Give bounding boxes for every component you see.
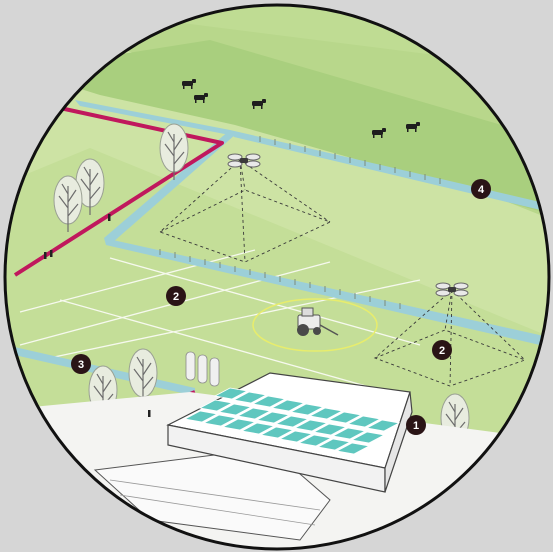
- marker-badge: [432, 340, 452, 360]
- marker-4: 4: [471, 179, 491, 199]
- marker-label: 2: [439, 345, 445, 357]
- silo-icon: [185, 351, 220, 387]
- solar-panels: [183, 387, 401, 455]
- marker-label: 3: [78, 359, 84, 371]
- marker-label: 1: [413, 420, 419, 432]
- marker-1: 1: [406, 415, 426, 435]
- tractor-work-ring: [252, 298, 378, 352]
- upper-pasture: [20, 40, 549, 215]
- marker-badge: [471, 179, 491, 199]
- frame-ring: [3, 3, 551, 551]
- marker-3: 3: [71, 354, 91, 374]
- drone-survey-areas: [158, 159, 527, 387]
- tractor-icon: [297, 307, 339, 336]
- marker-2-drone: 2: [432, 340, 452, 360]
- marker-label: 2: [173, 291, 179, 303]
- marker-badge: [71, 354, 91, 374]
- marker-badge: [406, 415, 426, 435]
- solar-barn-icon: [166, 372, 413, 493]
- marker-label: 4: [478, 184, 485, 196]
- marker-2-field: 2: [166, 286, 186, 306]
- marker-badge: [166, 286, 186, 306]
- fence-posts: [159, 136, 441, 309]
- people-figures: [44, 214, 151, 417]
